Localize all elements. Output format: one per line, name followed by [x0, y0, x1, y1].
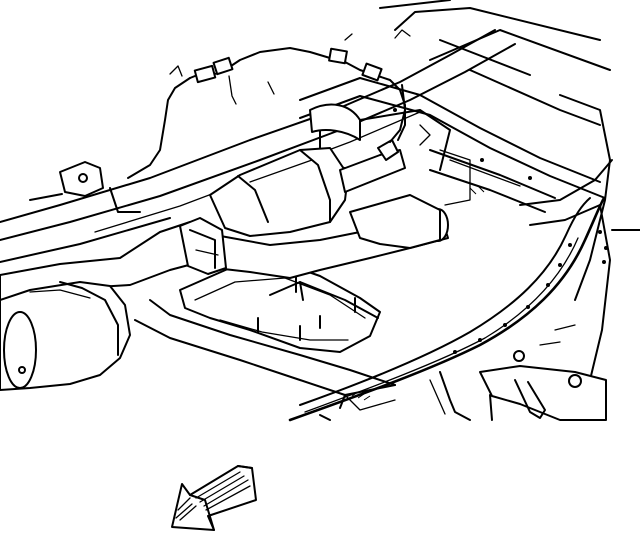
upper-frame-rail [0, 0, 611, 263]
front-muffler [0, 281, 131, 391]
oxygen-sensor-harness [127, 29, 411, 179]
frame-detail-marks [351, 124, 576, 401]
rear-right-frame [519, 94, 640, 381]
floor-panel [134, 299, 396, 411]
catalytic-converter [209, 84, 406, 237]
front-pipe-stub [29, 161, 141, 213]
rear-mount-bracket [429, 350, 607, 421]
rear-pipe [309, 103, 471, 249]
front-direction-arrow-icon [171, 465, 257, 531]
